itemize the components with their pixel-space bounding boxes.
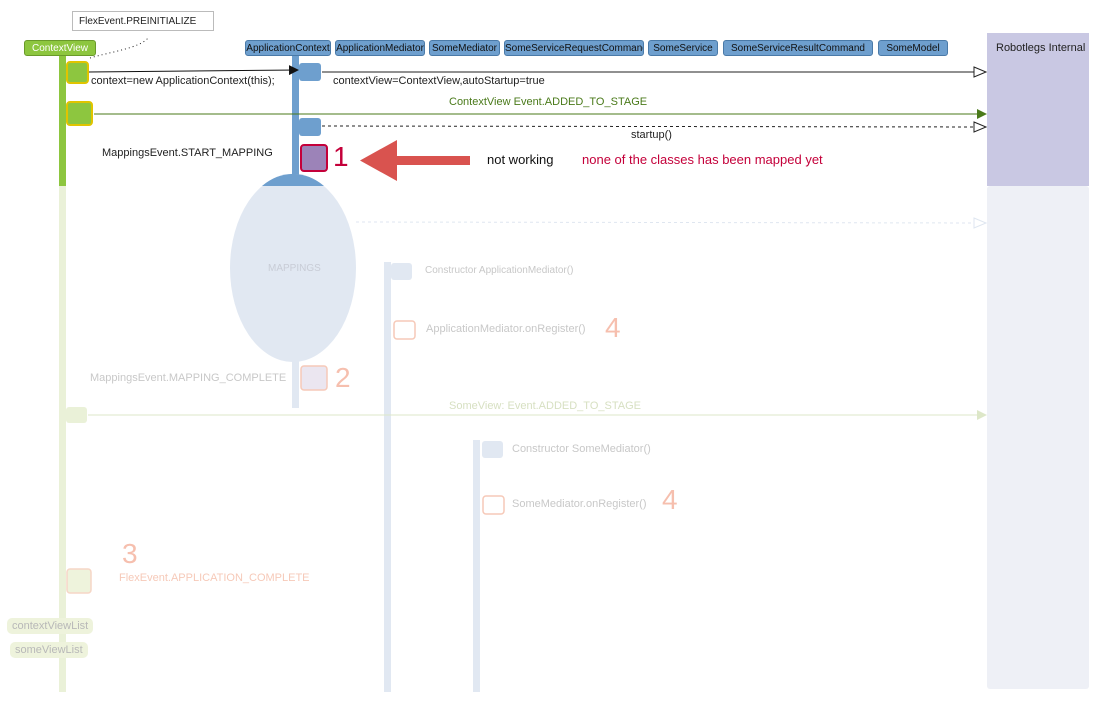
step-number-3: 3 bbox=[122, 538, 138, 569]
actor-some-service: SomeService bbox=[648, 40, 718, 56]
mappings-label: MAPPINGS bbox=[268, 263, 321, 274]
not-working-label: not working bbox=[487, 152, 554, 167]
activation-green-2 bbox=[66, 101, 93, 126]
step-number-4b: 4 bbox=[662, 484, 678, 515]
mapping-complete-label: MappingsEvent.MAPPING_COMPLETE bbox=[90, 372, 287, 384]
startup-label: startup() bbox=[631, 129, 672, 141]
added-to-stage-label: ContextView Event.ADDED_TO_STAGE bbox=[449, 96, 648, 108]
context-new-label: context=new ApplicationContext(this); bbox=[91, 75, 275, 87]
actor-some-service-request-command: SomeServiceRequestCommand bbox=[504, 40, 644, 56]
app-complete-label: FlexEvent.APPLICATION_COMPLETE bbox=[119, 572, 310, 584]
startup-arrow bbox=[321, 126, 986, 127]
some-view-list: someViewList bbox=[10, 642, 88, 658]
not-mapped-label: none of the classes has been mapped yet bbox=[582, 152, 823, 167]
app-mediator-register-label: ApplicationMediator.onRegister() bbox=[426, 323, 586, 335]
activation-blue-2 bbox=[299, 118, 321, 136]
robotlegs-panel-top bbox=[987, 33, 1089, 186]
activation-some-view bbox=[66, 407, 87, 423]
red-arrow-shaft bbox=[395, 156, 470, 165]
robotlegs-panel-bottom bbox=[987, 186, 1089, 689]
robotlegs-internal-label: Robotlegs Internal bbox=[996, 42, 1086, 54]
some-view-added-label: SomeView: Event.ADDED_TO_STAGE bbox=[449, 400, 641, 412]
ctor-some-mediator-label: Constructor SomeMediator() bbox=[512, 443, 651, 455]
red-arrow-head bbox=[360, 140, 397, 181]
activation-app-complete bbox=[66, 568, 92, 594]
preinitialize-note: FlexEvent.PREINITIALIZE bbox=[72, 11, 214, 31]
context-view-list: contextViewList bbox=[7, 618, 94, 634]
ctor-app-mediator-label: Constructor ApplicationMediator() bbox=[425, 265, 574, 276]
actor-contextview: ContextView bbox=[24, 40, 96, 56]
context-args-label: contextView=ContextView,autoStartup=true bbox=[333, 75, 545, 87]
actor-some-model: SomeModel bbox=[878, 40, 948, 56]
actor-some-mediator: SomeMediator bbox=[429, 40, 500, 56]
step-number-4a: 4 bbox=[605, 312, 621, 343]
actor-application-mediator: ApplicationMediator bbox=[335, 40, 425, 56]
faded-return-arrow bbox=[355, 222, 986, 223]
context-new-arrow bbox=[87, 65, 299, 76]
start-mapping-label: MappingsEvent.START_MAPPING bbox=[102, 147, 273, 159]
activation-some-mediator-register bbox=[482, 495, 505, 515]
some-mediator-lifeline bbox=[473, 440, 480, 692]
activation-green-1 bbox=[66, 61, 89, 84]
activation-app-mediator-register bbox=[393, 320, 416, 340]
actor-some-service-result-command: SomeServiceResultCommand bbox=[723, 40, 873, 56]
note-connector bbox=[89, 37, 149, 59]
mappings-ellipse-cap bbox=[262, 173, 324, 186]
activation-blue-1 bbox=[299, 63, 321, 81]
some-mediator-register-label: SomeMediator.onRegister() bbox=[512, 498, 647, 510]
step-number-1: 1 bbox=[333, 141, 349, 172]
activation-ctor-app-mediator bbox=[391, 263, 412, 280]
activation-ctor-some-mediator bbox=[482, 441, 503, 458]
contextview-lifeline-faded bbox=[59, 186, 66, 692]
step-number-2: 2 bbox=[335, 362, 351, 393]
actor-application-context: ApplicationContext bbox=[245, 40, 331, 56]
appcontext-lifeline bbox=[292, 56, 299, 186]
contextview-lifeline-active bbox=[59, 56, 66, 186]
mappings-ellipse bbox=[230, 174, 356, 362]
activation-mapping-complete bbox=[300, 365, 328, 391]
activation-start-mapping bbox=[300, 144, 328, 172]
app-mediator-lifeline bbox=[384, 262, 391, 692]
